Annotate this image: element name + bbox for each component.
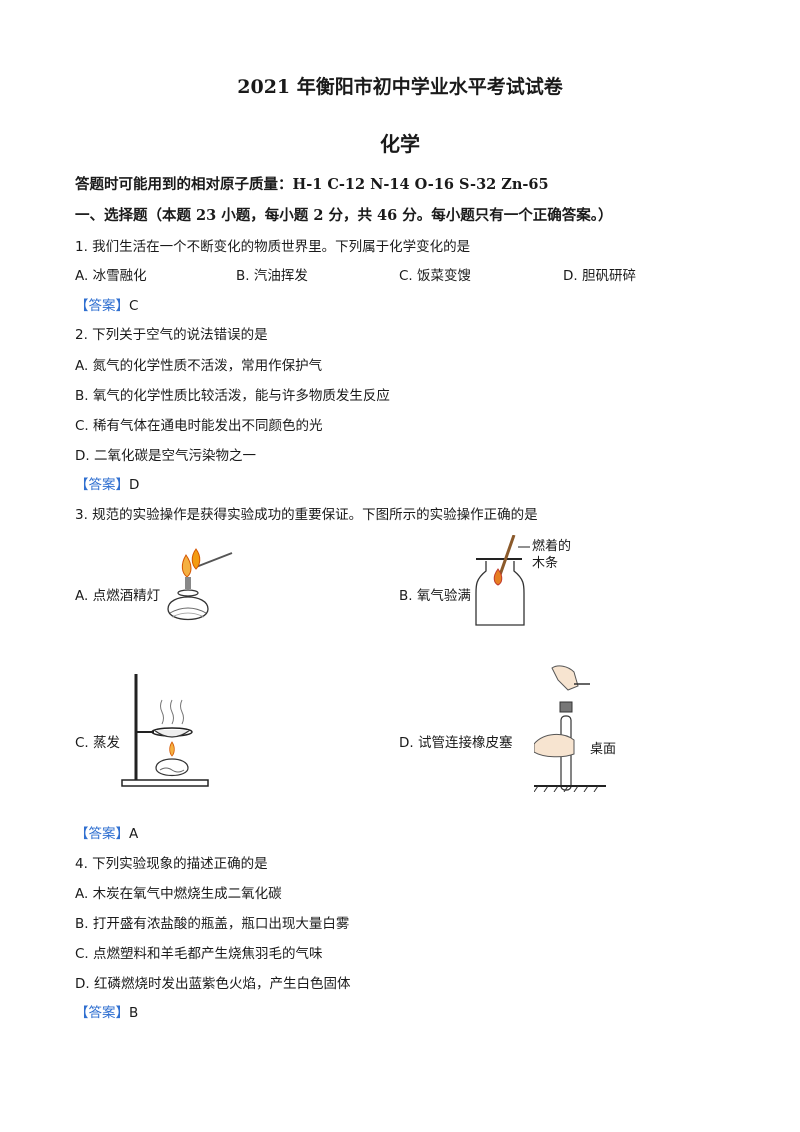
question-1-stem: 1. 我们生活在一个不断变化的物质世界里。下列属于化学变化的是	[75, 239, 471, 255]
question-4-stem: 4. 下列实验现象的描述正确的是	[75, 856, 268, 872]
answer-label: 【答案】	[75, 1005, 129, 1021]
question-1-option-a: A. 冰雪融化	[75, 268, 147, 284]
answer-value: A	[129, 826, 139, 842]
figure-lighting-alcohol-lamp	[160, 543, 240, 633]
question-2-option-d: D. 二氧化碳是空气污染物之一	[75, 448, 256, 464]
question-3-stem: 3. 规范的实验操作是获得实验成功的重要保证。下图所示的实验操作正确的是	[75, 507, 538, 523]
question-4-option-b: B. 打开盛有浓盐酸的瓶盖，瓶口出现大量白雾	[75, 916, 350, 932]
question-4-answer: 【答案】B	[75, 1001, 138, 1021]
question-3-option-d: D. 试管连接橡皮塞	[399, 735, 513, 751]
question-3-option-b: B. 氧气验满	[399, 588, 471, 604]
question-1-option-d: D. 胆矾研碎	[563, 268, 636, 284]
question-2-option-c: C. 稀有气体在通电时能发出不同颜色的光	[75, 418, 323, 434]
question-2-option-a: A. 氮气的化学性质不活泼，常用作保护气	[75, 358, 323, 374]
section-title: 一、选择题（本题 23 小题，每小题 2 分，共 46 分。每小题只有一个正确答…	[75, 207, 613, 224]
question-1-option-c: C. 饭菜变馊	[399, 268, 472, 284]
question-2-stem: 2. 下列关于空气的说法错误的是	[75, 327, 268, 343]
figure-d-label: 桌面	[590, 742, 617, 757]
figure-test-tube-stopper	[534, 662, 616, 792]
figure-b-label: 燃着的木条	[532, 539, 572, 571]
figure-evaporation	[118, 670, 214, 790]
answer-label: 【答案】	[75, 826, 129, 842]
question-3-option-a: A. 点燃酒精灯	[75, 588, 161, 604]
answer-value: B	[129, 1005, 139, 1021]
question-4-option-c: C. 点燃塑料和羊毛都产生烧焦羽毛的气味	[75, 946, 323, 962]
question-4-option-d: D. 红磷燃烧时发出蓝紫色火焰，产生白色固体	[75, 976, 351, 992]
question-2-answer: 【答案】D	[75, 473, 139, 493]
question-2-option-b: B. 氧气的化学性质比较活泼，能与许多物质发生反应	[75, 388, 390, 404]
question-1-option-b: B. 汽油挥发	[236, 268, 308, 284]
question-4-option-a: A. 木炭在氧气中燃烧生成二氧化碳	[75, 886, 282, 902]
subject-title: 化学	[380, 132, 420, 156]
page-title: 2021 年衡阳市初中学业水平考试试卷	[237, 76, 563, 98]
question-1-answer: 【答案】C	[75, 294, 138, 314]
answer-value: D	[129, 477, 140, 493]
answer-label: 【答案】	[75, 298, 129, 314]
answer-label: 【答案】	[75, 477, 129, 493]
question-3-answer: 【答案】A	[75, 822, 138, 842]
atomic-masses-note: 答题时可能用到的相对原子质量：H-1 C-12 N-14 O-16 S-32 Z…	[75, 176, 549, 193]
figure-oxygen-full-test	[472, 535, 584, 631]
answer-value: C	[129, 298, 139, 314]
question-3-option-c: C. 蒸发	[75, 735, 121, 751]
